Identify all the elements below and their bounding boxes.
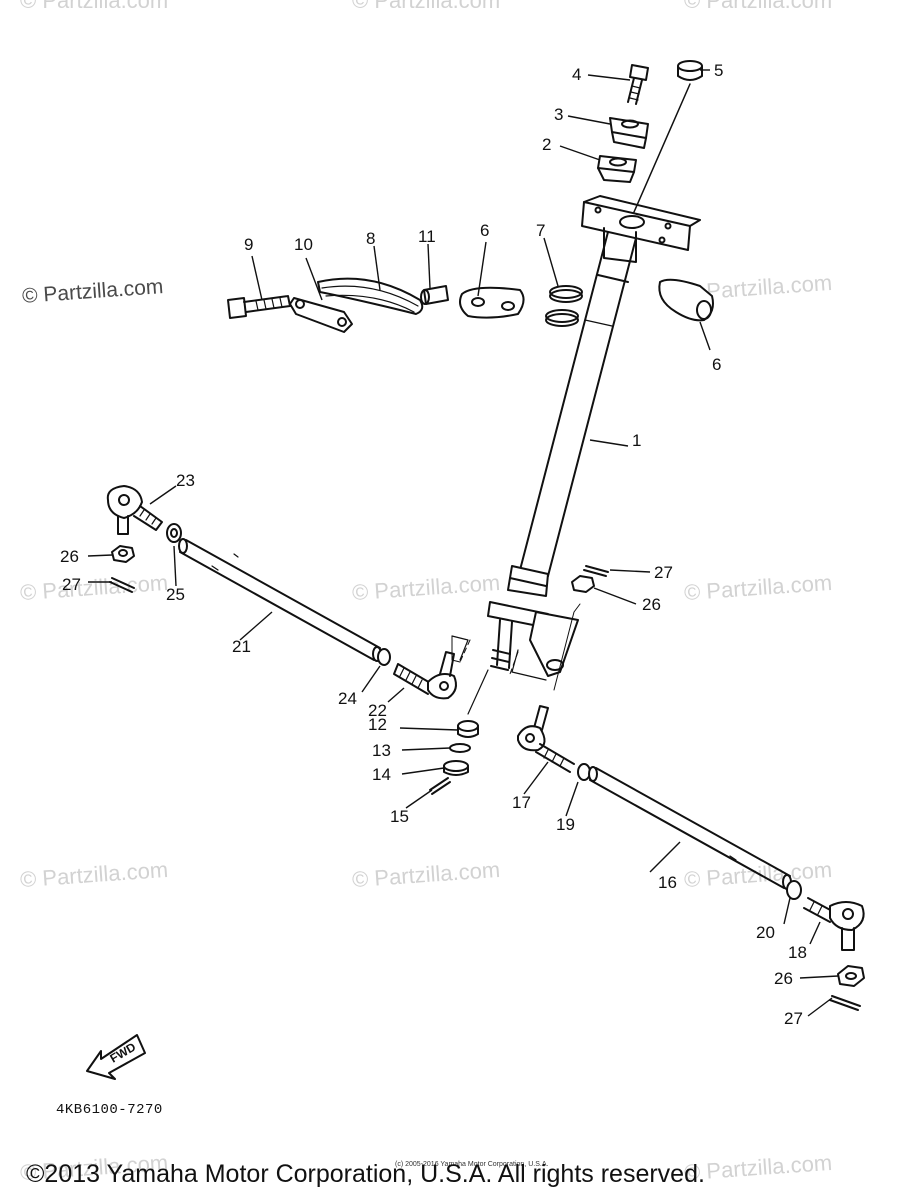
callout-27-right: 27 (784, 1009, 803, 1028)
copyright-notice: ©2013 Yamaha Motor Corporation, U.S.A. A… (26, 1160, 705, 1188)
callout-13: 13 (372, 741, 391, 760)
watermark: © Partzilla.com (684, 0, 833, 13)
callout-18: 18 (788, 943, 807, 962)
bushing-part-6-right (658, 278, 714, 322)
callout-10: 10 (294, 235, 313, 254)
tie-rod-21 (178, 538, 382, 662)
cap-part-5 (677, 60, 703, 81)
callout-6-left: 6 (480, 221, 490, 240)
callout-11: 11 (418, 227, 436, 246)
plate-part-10 (289, 297, 353, 333)
callout-26-right: 26 (774, 969, 793, 988)
bolt-part-4 (627, 64, 649, 105)
copyright-notice-small: (c) 2005-2016 Yamaha Motor Corporation, … (395, 1161, 549, 1168)
cotter-pin-27-mid (583, 565, 609, 577)
clamp-part-3 (609, 117, 649, 149)
callout-27-mid: 27 (654, 563, 673, 582)
callout-4: 4 (572, 65, 582, 84)
steering-column (487, 231, 637, 677)
callout-1: 1 (632, 431, 642, 450)
callout-19: 19 (556, 815, 575, 834)
tie-rod-end-23 (106, 485, 163, 535)
callout-9: 9 (244, 235, 254, 254)
callout-16: 16 (658, 873, 677, 892)
bushing-part-6 (459, 286, 525, 319)
callout-7: 7 (536, 221, 546, 240)
watermark: © Partzilla.com (352, 0, 501, 13)
nut-stack (429, 635, 547, 795)
diagram-part-code: 4KB6100-7270 (56, 1102, 163, 1118)
callout-5: 5 (714, 61, 724, 80)
callout-27-left: 27 (62, 575, 81, 594)
fwd-arrow-icon: FWD (86, 1034, 146, 1080)
cotter-pin-27-right (829, 995, 861, 1011)
callout-3: 3 (554, 105, 564, 124)
bolt-part-9 (227, 295, 291, 319)
callout-6-right: 6 (712, 355, 722, 374)
callout-26-mid: 26 (642, 595, 661, 614)
callout-22: 22 (368, 701, 387, 720)
collar-part-11 (420, 285, 449, 305)
clamp-part-2 (597, 155, 637, 183)
callout-24: 24 (338, 689, 357, 708)
callout-20: 20 (756, 923, 775, 942)
callout-17: 17 (512, 793, 531, 812)
callout-21: 21 (232, 637, 251, 656)
callout-15: 15 (390, 807, 409, 826)
callout-14: 14 (372, 765, 391, 784)
callout-2: 2 (542, 135, 552, 154)
callout-23: 23 (176, 471, 195, 490)
callout-12: 12 (368, 715, 387, 734)
rings-part-7 (545, 285, 583, 327)
nut-part-26-mid (571, 575, 595, 593)
tie-rod-end-22 (393, 651, 457, 700)
handlebar-bracket (581, 195, 701, 263)
callout-25: 25 (166, 585, 185, 604)
nut-part-26-right (837, 965, 865, 987)
callout-26-left: 26 (60, 547, 79, 566)
tie-rod-16 (588, 766, 792, 890)
callout-8: 8 (366, 229, 376, 248)
spring-part-8 (317, 277, 424, 315)
tie-rod-end-18 (803, 897, 865, 951)
nut-part-26-left (111, 545, 135, 563)
watermark: © Partzilla.com (20, 0, 169, 13)
tie-rod-end-17 (517, 705, 575, 773)
cotter-pin-27 (109, 577, 135, 593)
